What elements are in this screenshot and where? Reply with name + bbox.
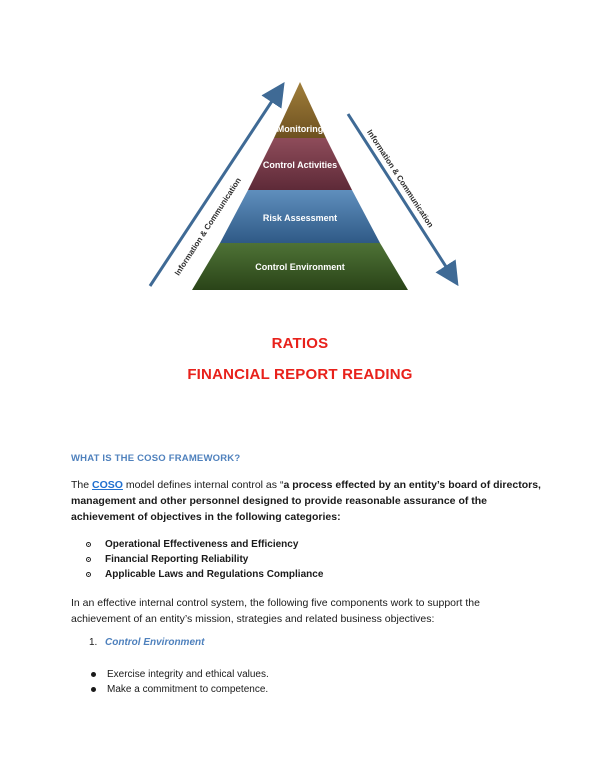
bullet-icon: [86, 542, 91, 547]
section-heading: WHAT IS THE COSO FRAMEWORK?: [71, 453, 241, 464]
category-label: Financial Reporting Reliability: [105, 554, 249, 565]
intro-prefix: The: [71, 479, 93, 491]
list-item: Financial Reporting Reliability: [71, 552, 323, 567]
bullet-text: Make a commitment to competence.: [107, 684, 269, 695]
arrow-down-right: [346, 113, 459, 287]
arrow-up-left: [148, 81, 285, 287]
bullet-icon: [86, 572, 91, 577]
bullet-icon: [91, 687, 96, 692]
item-title: Control Environment: [105, 637, 205, 648]
category-label: Applicable Laws and Regulations Complian…: [105, 569, 324, 580]
pyramid-level-risk-assessment: [220, 190, 380, 243]
level-label-control-environment: Control Environment: [255, 262, 345, 272]
bullet-icon: [91, 672, 96, 677]
bullet-icon: [86, 557, 91, 562]
list-item: Operational Effectiveness and Efficiency: [71, 537, 323, 552]
intro-mid: model defines internal control as “: [122, 479, 284, 491]
coso-link[interactable]: COSO: [92, 479, 123, 491]
list-item: Applicable Laws and Regulations Complian…: [71, 567, 323, 582]
level-label-monitoring: Monitoring: [277, 124, 324, 134]
pyramid-level-monitoring: [274, 82, 326, 138]
side-label-right: Information & Communication: [365, 128, 435, 229]
level-label-control-activities: Control Activities: [263, 160, 337, 170]
intro-paragraph: The COSO model defines internal control …: [71, 477, 541, 525]
bullet-list: Exercise integrity and ethical values. M…: [89, 667, 269, 697]
pyramid-level-control-activities: [248, 138, 352, 190]
category-list: Operational Effectiveness and Efficiency…: [71, 537, 323, 582]
list-item: Exercise integrity and ethical values.: [89, 667, 269, 682]
coso-pyramid-diagram: Monitoring Control Activities Risk Asses…: [148, 81, 459, 290]
five-components-paragraph: In an effective internal control system,…: [71, 597, 480, 625]
title-financial-report-reading: FINANCIAL REPORT READING: [187, 366, 413, 383]
item-number: 1.: [89, 637, 98, 648]
level-label-risk-assessment: Risk Assessment: [263, 213, 337, 223]
bullet-text: Exercise integrity and ethical values.: [107, 669, 269, 680]
title-ratios: RATIOS: [271, 335, 329, 352]
list-item: Make a commitment to competence.: [89, 682, 269, 697]
numbered-item: 1. Control Environment: [89, 637, 204, 648]
category-label: Operational Effectiveness and Efficiency: [105, 539, 299, 550]
intro-bold-definition: a process effected by an entity’s board …: [71, 479, 541, 523]
pyramid-level-control-environment: [192, 243, 408, 290]
